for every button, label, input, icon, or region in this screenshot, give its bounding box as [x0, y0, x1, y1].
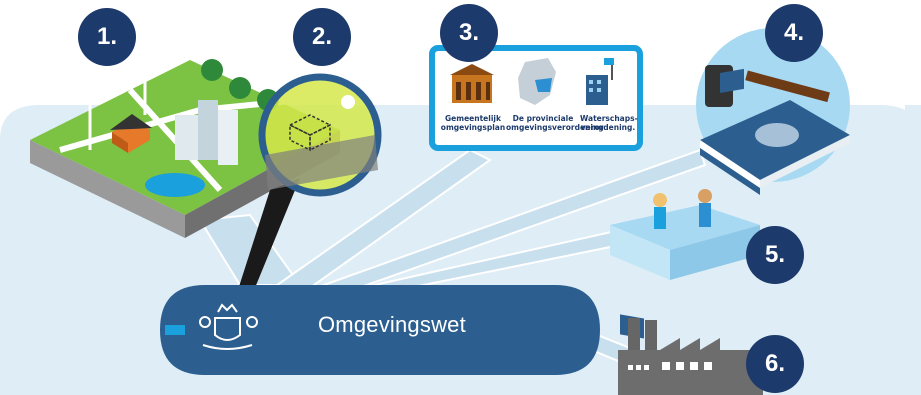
step-badge-4: 4.: [765, 4, 823, 62]
step-badge-3: 3.: [440, 4, 498, 62]
landscape-icon: [30, 34, 340, 238]
step-badge-1: 1.: [78, 8, 136, 66]
step-badge-5: 5.: [746, 226, 804, 284]
documents-icon: [429, 45, 643, 151]
background-panel-right: [905, 105, 921, 395]
step-badge-2: 2.: [293, 8, 351, 66]
factory-icon: [618, 318, 763, 395]
doc-label-provincial: De provinciale omgevingsverordening: [506, 114, 604, 132]
law-book-icon: [696, 28, 850, 195]
banner-title: Omgevingswet: [318, 312, 466, 337]
omgevingswet-banner: [160, 285, 600, 375]
coat-of-arms-icon: [199, 303, 258, 350]
step-badge-6: 6.: [746, 335, 804, 393]
doc-label-water: Waterschaps- verordening.: [580, 114, 638, 132]
magnifier-icon: [236, 73, 382, 300]
counter-desk-icon: [610, 68, 760, 339]
doc-label-municipal: Gemeentelijk omgevingsplan: [440, 114, 506, 132]
